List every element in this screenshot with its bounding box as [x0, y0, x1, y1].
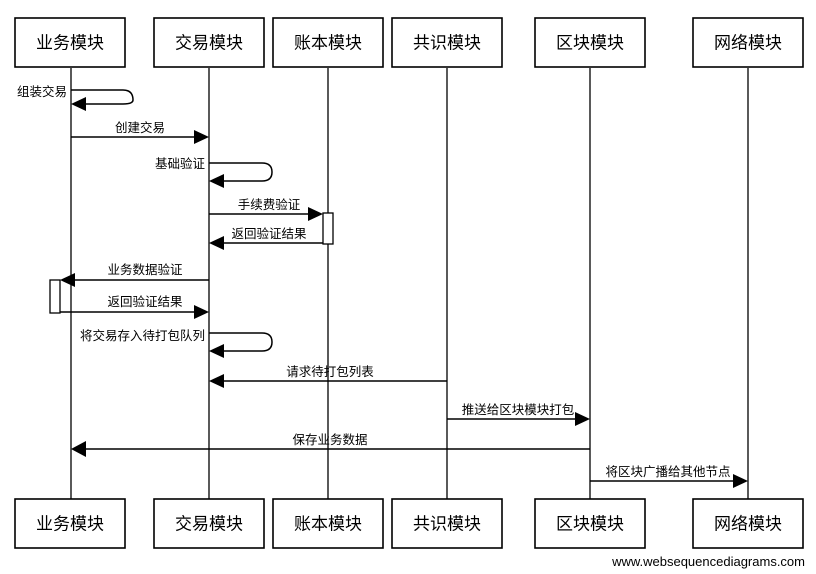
arrowhead-push-to-block-module: [575, 412, 590, 426]
participant-header-transaction[interactable]: 交易模块: [153, 17, 265, 68]
arrowhead-store-transaction-queue: [209, 344, 224, 358]
activation-bars: [49, 212, 334, 314]
message-label-return-validation-result-ledger: 返回验证结果: [231, 226, 307, 241]
message-label-save-business-data: 保存业务数据: [292, 432, 367, 447]
arrowhead-request-pending-list: [209, 374, 224, 388]
arrowhead-create-transaction: [194, 130, 209, 144]
message-return-validation-result-ledger[interactable]: 返回验证结果: [209, 226, 323, 250]
participant-box-ledger[interactable]: [272, 17, 384, 68]
participant-footer-network[interactable]: 网络模块: [692, 498, 804, 549]
message-assemble-transaction[interactable]: 组装交易: [17, 84, 134, 111]
message-label-create-transaction: 创建交易: [115, 120, 165, 135]
activation-bar-business: [49, 279, 61, 314]
participant-header-business[interactable]: 业务模块: [14, 17, 126, 68]
lifelines-group: [70, 68, 749, 499]
participant-box-block[interactable]: [534, 17, 646, 68]
arrowhead-basic-validation: [209, 174, 224, 188]
message-push-to-block-module[interactable]: 推送给区块模块打包: [447, 402, 590, 426]
arrowhead-return-validation-result-ledger: [209, 236, 224, 250]
participant-header-consensus[interactable]: 共识模块: [391, 17, 503, 68]
participant-header-block[interactable]: 区块模块: [534, 17, 646, 68]
participant-box-consensus[interactable]: [391, 17, 503, 68]
participant-header-network[interactable]: 网络模块: [692, 17, 804, 68]
message-label-push-to-block-module: 推送给区块模块打包: [462, 402, 575, 417]
participant-box-footer-ledger[interactable]: [272, 498, 384, 549]
participant-label-footer-business: 业务模块: [36, 514, 104, 533]
participant-label-ledger: 账本模块: [294, 33, 362, 52]
message-label-assemble-transaction: 组装交易: [17, 84, 67, 99]
message-business-data-validation[interactable]: 业务数据验证: [60, 262, 209, 287]
participant-label-network: 网络模块: [714, 33, 782, 52]
message-basic-validation[interactable]: 基础验证: [155, 156, 273, 188]
participant-label-business: 业务模块: [36, 33, 104, 52]
message-store-transaction-queue[interactable]: 将交易存入待打包队列: [80, 328, 273, 358]
participant-footer-business[interactable]: 业务模块: [14, 498, 126, 549]
message-label-fee-validation: 手续费验证: [238, 197, 301, 212]
message-line-self-basic-validation: [209, 162, 273, 182]
message-label-basic-validation: 基础验证: [155, 156, 206, 171]
participant-label-footer-network: 网络模块: [714, 514, 782, 533]
participant-box-transaction[interactable]: [153, 17, 265, 68]
participant-header-ledger[interactable]: 账本模块: [272, 17, 384, 68]
arrowhead-save-business-data: [71, 441, 86, 457]
participant-footer-transaction[interactable]: 交易模块: [153, 498, 265, 549]
participant-label-footer-transaction: 交易模块: [175, 514, 243, 533]
participant-label-footer-ledger: 账本模块: [294, 514, 362, 533]
arrowhead-business-data-validation: [60, 273, 75, 287]
watermark-text: www.websequencediagrams.com: [611, 554, 805, 569]
arrowhead-assemble: [71, 97, 86, 111]
participant-box-footer-consensus[interactable]: [391, 498, 503, 549]
participant-box-business[interactable]: [14, 17, 126, 68]
activation-bar-ledger: [322, 212, 334, 245]
participant-footer-boxes: 业务模块 交易模块 账本模块 共识模块 区块模块 网络模块: [14, 498, 804, 549]
participant-label-footer-block: 区块模块: [556, 514, 624, 533]
message-label-request-pending-list: 请求待打包列表: [286, 365, 374, 379]
participant-footer-block[interactable]: 区块模块: [534, 498, 646, 549]
message-request-pending-list[interactable]: 请求待打包列表: [209, 365, 447, 388]
participant-label-footer-consensus: 共识模块: [413, 514, 481, 533]
message-return-validation-result-business[interactable]: 返回验证结果: [60, 294, 209, 319]
message-create-transaction[interactable]: 创建交易: [71, 120, 209, 144]
message-line-self-assemble: [71, 89, 134, 105]
participant-header-boxes: 业务模块 交易模块 账本模块 共识模块 区块模块 网络模块: [14, 17, 804, 68]
participant-box-network[interactable]: [692, 17, 804, 68]
participant-footer-ledger[interactable]: 账本模块: [272, 498, 384, 549]
participant-label-transaction: 交易模块: [175, 33, 243, 52]
participant-label-consensus: 共识模块: [413, 33, 481, 52]
message-save-business-data[interactable]: 保存业务数据: [71, 432, 590, 457]
participant-footer-consensus[interactable]: 共识模块: [391, 498, 503, 549]
message-fee-validation[interactable]: 手续费验证: [209, 197, 323, 221]
message-label-return-validation-result-business: 返回验证结果: [107, 294, 183, 309]
participant-box-footer-block[interactable]: [534, 498, 646, 549]
message-line-self-store-transaction-queue: [209, 332, 273, 352]
participant-label-block: 区块模块: [556, 33, 624, 52]
message-label-business-data-validation: 业务数据验证: [107, 262, 183, 277]
participant-box-footer-transaction[interactable]: [153, 498, 265, 549]
arrowhead-return-validation-result-business: [194, 305, 209, 319]
participant-box-footer-network[interactable]: [692, 498, 804, 549]
message-broadcast-block[interactable]: 将区块广播给其他节点: [590, 465, 748, 488]
arrowhead-broadcast-block: [733, 474, 748, 488]
participant-box-footer-business[interactable]: [14, 498, 126, 549]
message-label-store-transaction-queue: 将交易存入待打包队列: [80, 328, 205, 343]
arrowhead-fee-validation: [308, 207, 323, 221]
message-label-broadcast-block: 将区块广播给其他节点: [605, 465, 730, 479]
